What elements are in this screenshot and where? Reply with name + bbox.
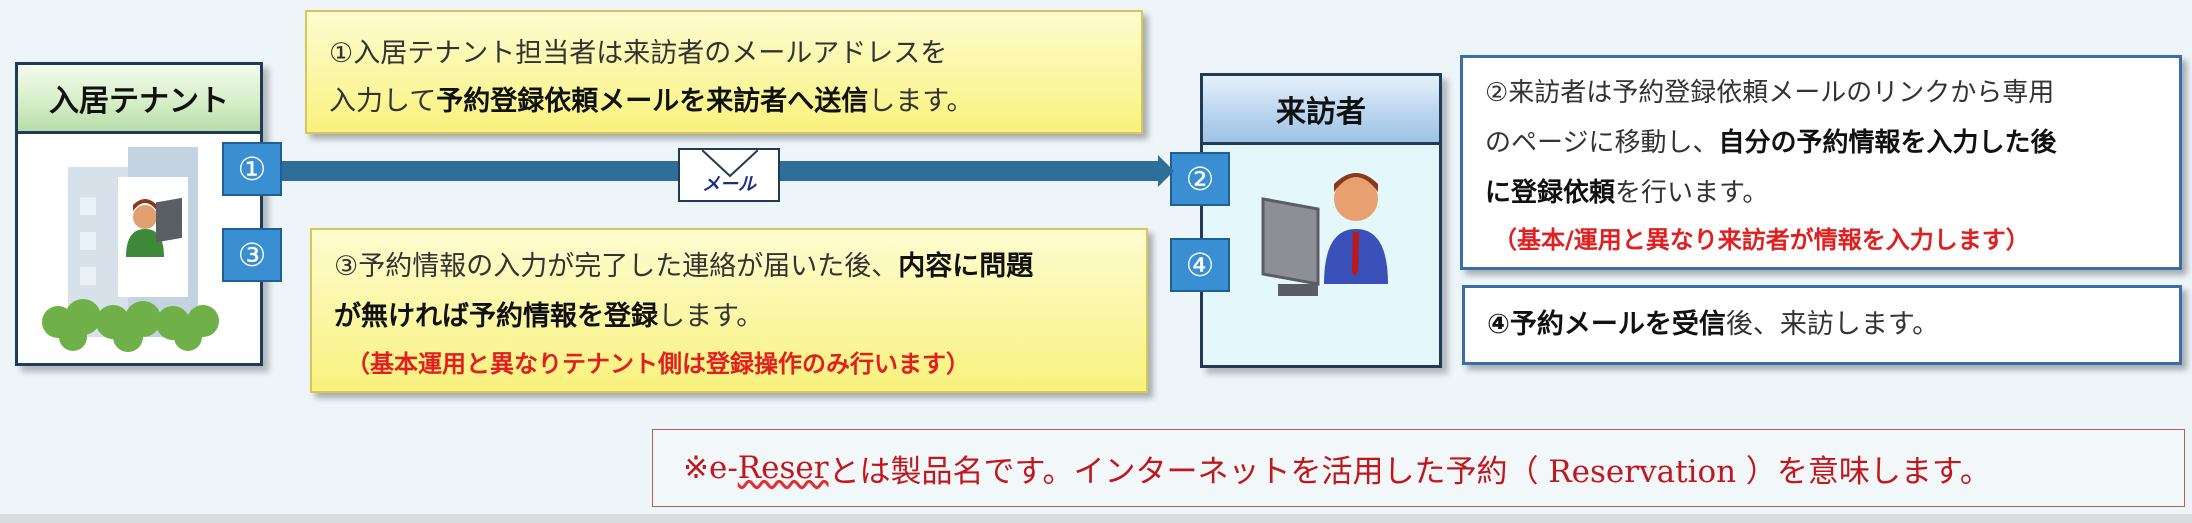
visitor-person-computer-icon [1261,173,1388,296]
step-2-note: （基本/運用と異なり来訪者が情報を入力します） [1493,226,2030,254]
envelope-flap-icon [702,150,758,178]
tenant-building-person-icon [42,147,219,352]
visitor-title: 来訪者 [1203,76,1439,145]
step-3-line-2: が無ければ予約情報を登録します。 [334,292,1146,342]
emphasis: に登録依頼 [1485,178,1616,208]
tenant-actor: 入居テナント [15,62,263,366]
visitor-actor: 来訪者 [1200,73,1442,368]
step-2-line-1: ②来訪者は予約登録依頼メールのリンクから専用 [1485,78,2055,108]
step-1-line-1: ①入居テナント担当者は来訪者のメールアドレスを [329,38,948,69]
step-3-note: （基本運用と異なりテナント側は登録操作のみ行います） [346,350,970,378]
arrow-head-icon [1158,155,1174,187]
text: を行います。 [1615,178,1769,208]
text: 後、来訪します。 [1725,309,1940,340]
step-1-line-2: 入力して予約登録依頼メールを来訪者へ送信します。 [329,78,1141,126]
step-1-marker: ① [222,142,282,196]
text: します。 [658,301,764,332]
text: します。 [868,86,974,117]
step-3-line-1: ③予約情報の入力が完了した連絡が届いた後、内容に問題 [334,242,1146,292]
step-2-marker: ② [1170,152,1230,206]
mail-label: メール [702,174,756,195]
step-4-description: ④予約メールを受信後、来訪します。 [1462,285,2182,365]
text: のページに移動し、 [1485,128,1719,158]
emphasis: 内容に問題 [898,251,1034,282]
step-2-line-3: に登録依頼を行います。 [1485,168,2179,218]
step-2-line-2: のページに移動し、自分の予約情報を入力した後 [1485,118,2179,168]
emphasis: 自分の予約情報を入力した後 [1718,128,2057,158]
step-1-description: ①入居テナント担当者は来訪者のメールアドレスを 入力して予約登録依頼メールを来訪… [305,10,1143,134]
step-3-description: ③予約情報の入力が完了した連絡が届いた後、内容に問題 が無ければ予約情報を登録し… [310,228,1148,393]
emphasis: が無ければ予約情報を登録 [334,301,658,332]
step-4-marker: ④ [1170,238,1230,292]
tenant-title: 入居テナント [18,65,260,134]
emphasis: ④予約メールを受信 [1487,309,1726,340]
step-2-description: ②来訪者は予約登録依頼メールのリンクから専用 のページに移動し、自分の予約情報を… [1460,55,2182,270]
emphasis: 予約登録依頼メールを来訪者へ送信 [436,86,869,117]
text: ③予約情報の入力が完了した連絡が届いた後、 [334,251,899,282]
footnote-mark: ※e- [683,450,738,486]
footnote-text: とは製品名です。インターネットを活用した予約（ Reservation ）を意味… [828,453,1991,490]
mail-envelope-icon: メール [678,148,780,202]
product-name: Reser [737,450,829,486]
text: 入力して [329,86,437,117]
step-3-marker: ③ [222,228,282,282]
bottom-band [0,514,2192,523]
